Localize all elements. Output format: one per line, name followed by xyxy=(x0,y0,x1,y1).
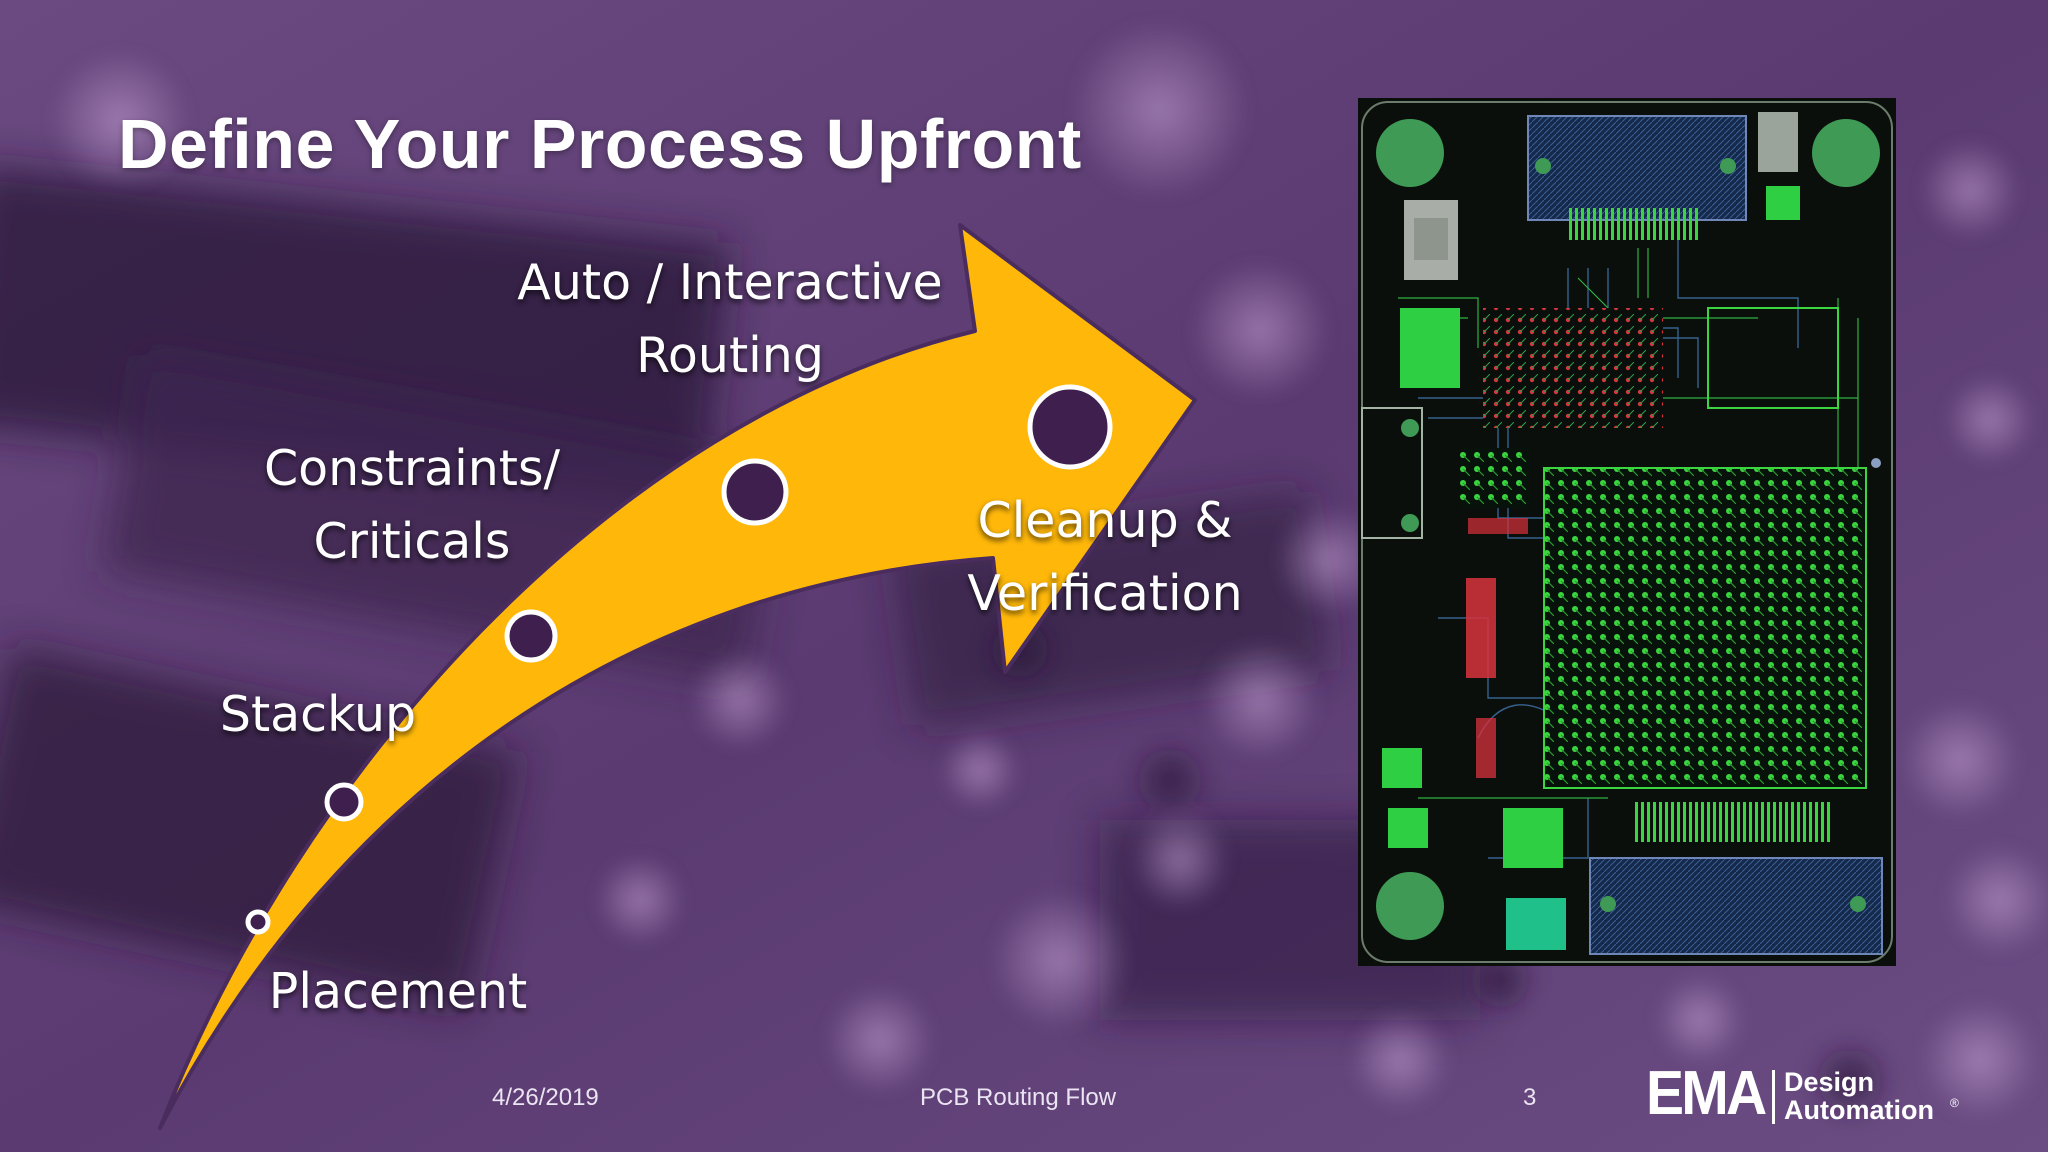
ema-logo: EMA Design Automation ® xyxy=(1646,1062,1959,1126)
logo-divider xyxy=(1772,1070,1775,1124)
milestone-routing xyxy=(721,458,789,526)
step-cleanup-line2: Verification xyxy=(967,565,1243,622)
footer-date: 4/26/2019 xyxy=(492,1084,599,1111)
slide-title: Define Your Process Upfront xyxy=(118,105,1082,183)
logo-brand: EMA xyxy=(1646,1059,1767,1128)
milestone-placement xyxy=(245,909,271,935)
step-label-placement: Placement xyxy=(268,955,528,1028)
milestone-cleanup xyxy=(1027,384,1113,470)
step-label-cleanup: Cleanup & Verification xyxy=(930,484,1280,630)
step-stackup-text: Stackup xyxy=(219,686,417,743)
milestone-stackup xyxy=(324,782,364,822)
step-label-stackup: Stackup xyxy=(218,678,418,751)
step-routing-line2: Routing xyxy=(636,327,824,384)
logo-registered-mark: ® xyxy=(1950,1096,1959,1110)
step-placement-text: Placement xyxy=(268,963,528,1020)
step-label-routing: Auto / Interactive Routing xyxy=(514,246,946,392)
logo-line2: Automation xyxy=(1784,1095,1934,1125)
footer-page-number: 3 xyxy=(1523,1084,1537,1111)
footer-title: PCB Routing Flow xyxy=(920,1084,1117,1111)
pcb-layout-image xyxy=(1358,98,1896,966)
step-constraints-line1: Constraints/ xyxy=(263,440,561,497)
step-label-constraints: Constraints/ Criticals xyxy=(262,432,562,578)
milestone-constraints xyxy=(504,609,558,663)
step-cleanup-line1: Cleanup & xyxy=(977,492,1233,549)
logo-line1: Design xyxy=(1784,1067,1875,1097)
step-constraints-line2: Criticals xyxy=(313,513,511,570)
step-routing-line1: Auto / Interactive xyxy=(517,254,943,311)
